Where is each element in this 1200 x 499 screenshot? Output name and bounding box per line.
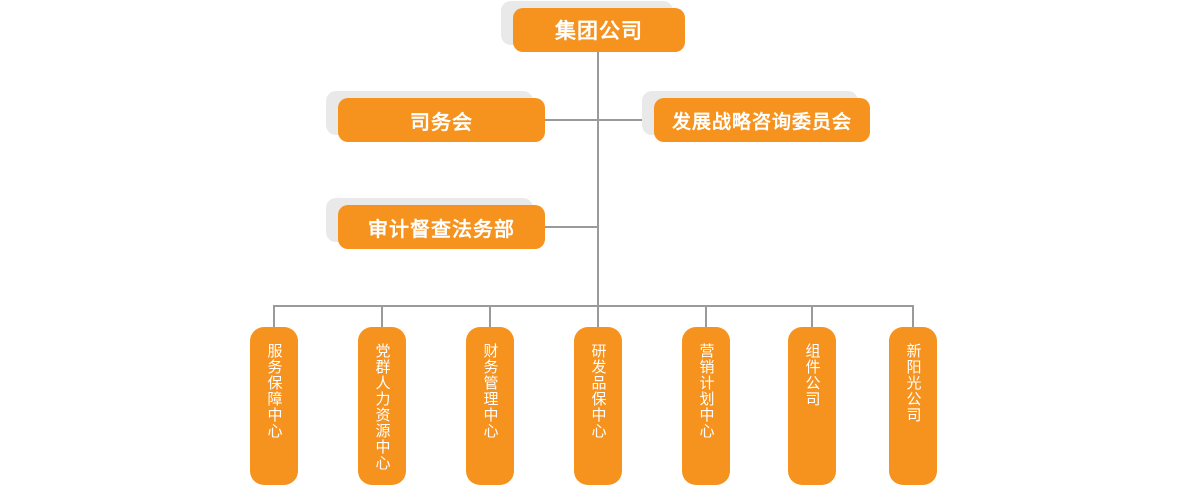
component-company-label: 组件公司 (803, 343, 822, 407)
development-strategy-committee-label: 发展战略咨询委员会 (671, 110, 852, 133)
company-affairs-council-label: 司务会 (410, 109, 473, 134)
service-support-center-box: 服务保障中心 (250, 327, 298, 485)
development-strategy-committee-box: 发展战略咨询委员会 (654, 98, 870, 142)
group-company-label: 集团公司 (555, 19, 643, 43)
audit-supervision-legal-box: 审计督查法务部 (338, 205, 545, 249)
marketing-planning-center-label: 营销计划中心 (697, 343, 716, 439)
rd-quality-center-box: 研发品保中心 (574, 327, 622, 485)
connector-bottom-rail (273, 305, 913, 307)
finance-management-center-box: 财务管理中心 (466, 327, 514, 485)
new-sunshine-company-label: 新阳光公司 (904, 343, 923, 423)
rd-quality-center-label: 研发品保中心 (589, 343, 608, 439)
connector-level2-rail (545, 119, 655, 121)
connector-level3-branch (545, 226, 598, 228)
connector-drop-1 (273, 305, 275, 328)
connector-drop-2 (381, 305, 383, 328)
finance-management-center-label: 财务管理中心 (481, 343, 500, 439)
party-hr-center-box: 党群人力资源中心 (358, 327, 406, 485)
service-support-center-label: 服务保障中心 (265, 343, 284, 439)
audit-supervision-legal-label: 审计督查法务部 (368, 216, 515, 241)
connector-drop-5 (705, 305, 707, 328)
connector-drop-3 (489, 305, 491, 328)
connector-drop-6 (811, 305, 813, 328)
marketing-planning-center-box: 营销计划中心 (682, 327, 730, 485)
company-affairs-council-box: 司务会 (338, 98, 545, 142)
connector-drop-7 (912, 305, 914, 328)
connector-trunk (597, 52, 599, 306)
new-sunshine-company-box: 新阳光公司 (889, 327, 937, 485)
component-company-box: 组件公司 (788, 327, 836, 485)
group-company-box: 集团公司 (513, 8, 685, 52)
party-hr-center-label: 党群人力资源中心 (373, 343, 392, 471)
connector-drop-4 (597, 305, 599, 328)
